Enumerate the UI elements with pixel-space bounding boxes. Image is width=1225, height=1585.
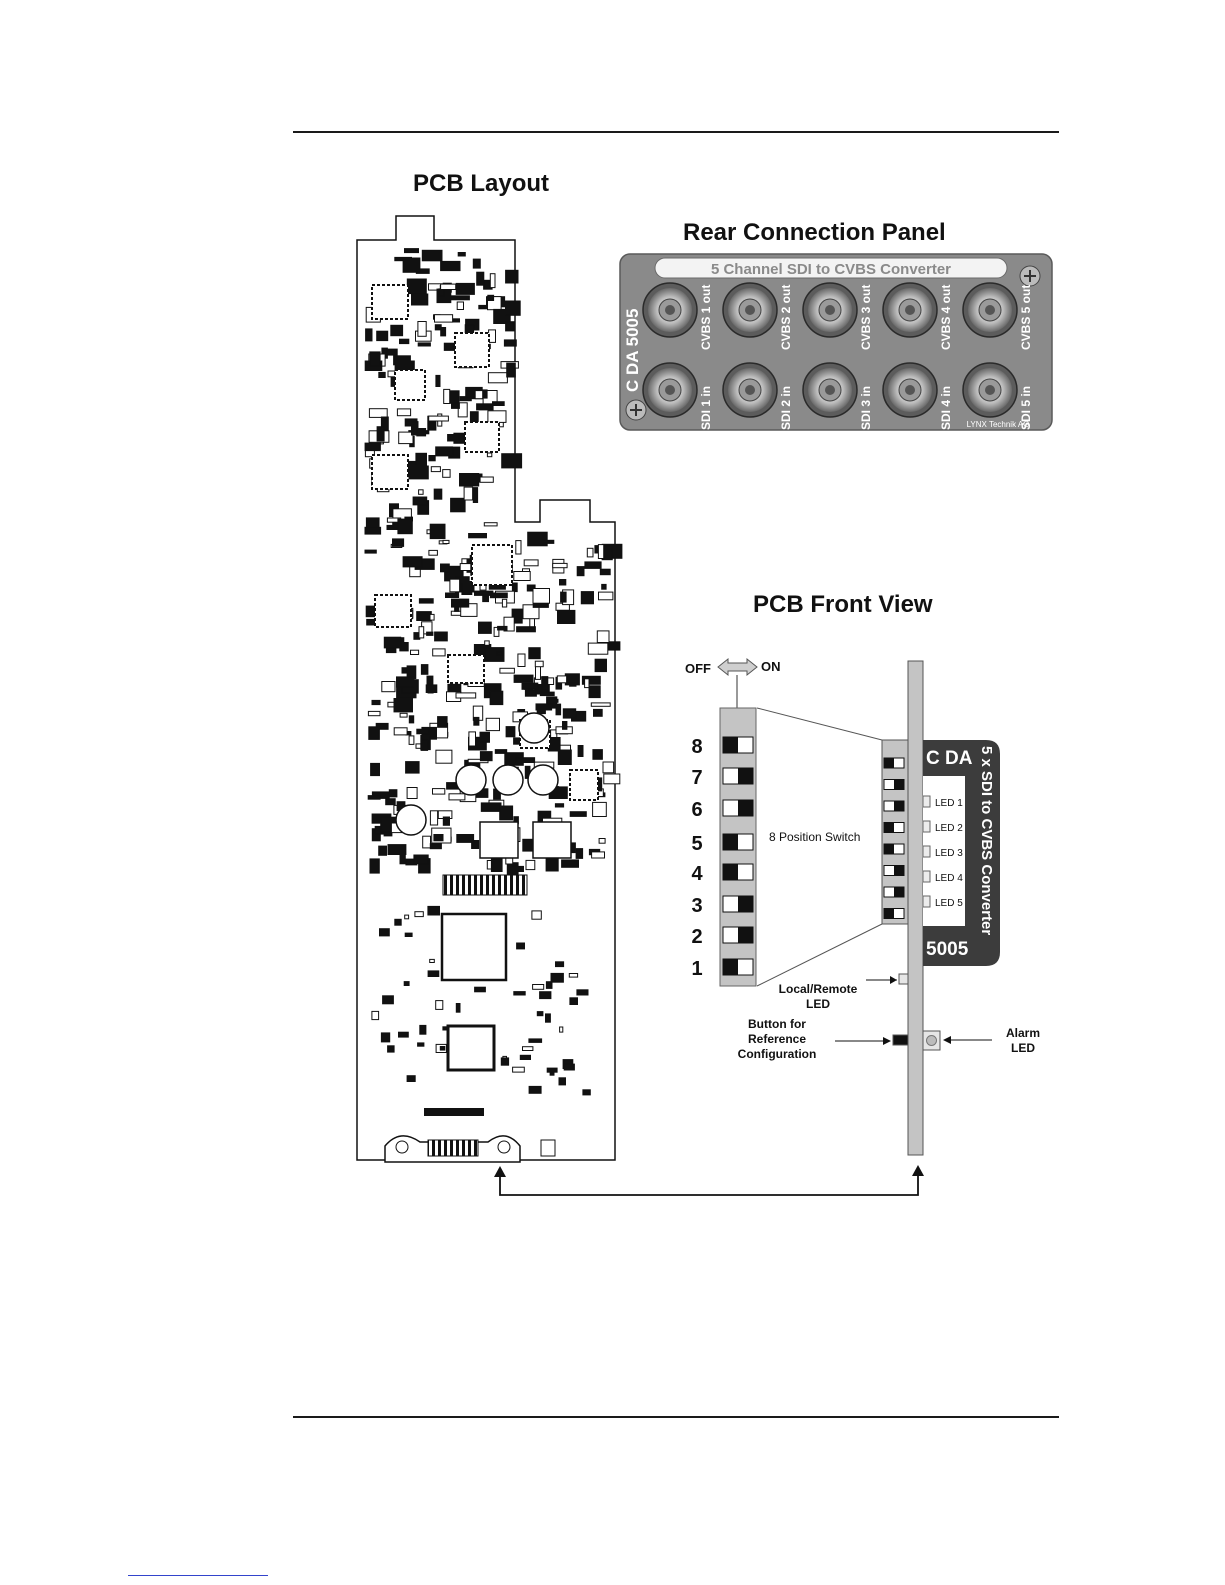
led-list: LED 1 LED 2 LED 3 LED 4 LED 5 <box>922 795 963 909</box>
screw-icon <box>625 399 647 421</box>
switch-position <box>722 863 754 881</box>
switch-number: 7 <box>691 767 702 789</box>
switch-position <box>883 908 905 919</box>
off-label: OFF <box>685 661 711 676</box>
connector-label: CVBS 2 out <box>779 285 793 350</box>
connector-label: CVBS 3 out <box>859 285 873 350</box>
bottom-rule <box>293 1416 1059 1418</box>
switch-position <box>722 926 754 944</box>
switch-position <box>883 865 905 876</box>
led-label: LED 3 <box>935 848 963 859</box>
led-indicator: LED 4 <box>922 870 963 884</box>
sdi-in-connector: SDI 3 in <box>802 362 873 430</box>
local-remote-label: Local/Remote <box>779 982 858 996</box>
switch-position <box>722 833 754 851</box>
dip-switch <box>883 757 905 919</box>
switch-position <box>883 800 905 812</box>
led-indicator: LED 1 <box>922 795 963 809</box>
sdi-in-connector: SDI 2 in <box>722 362 793 430</box>
pcb-components <box>364 248 623 1157</box>
switch-number: 1 <box>691 958 702 980</box>
rear-connection-panel: 5 Channel SDI to CVBS Converter C DA 500… <box>619 253 1053 431</box>
card-model-top: C DA <box>926 748 973 769</box>
connector-label: SDI 2 in <box>779 386 793 430</box>
pcb-layout-title: PCB Layout <box>413 170 550 197</box>
button-label: Button for <box>748 1017 806 1031</box>
cvbs-out-connector: CVBS 2 out <box>722 282 793 350</box>
alarm-label-2: LED <box>1011 1041 1035 1055</box>
connector-label: SDI 5 in <box>1019 386 1033 430</box>
switch-position <box>883 886 905 898</box>
connector-label: SDI 4 in <box>939 386 953 430</box>
panel-banner: 5 Channel SDI to CVBS Converter <box>711 261 951 278</box>
front-view-title: PCB Front View <box>753 591 933 618</box>
sdi-in-connector: SDI 5 in <box>962 362 1033 430</box>
sdi-in-connector: SDI 4 in <box>882 362 953 430</box>
panel-model: C DA 5005 <box>623 309 642 392</box>
led-label: LED 1 <box>935 798 963 809</box>
switch-label: 8 Position Switch <box>769 830 860 844</box>
led-label: LED 4 <box>935 873 963 884</box>
pcb-front-view: OFF ON 8 7 6 5 4 3 2 1 8 Position Switch C DA 5… <box>685 657 1040 1156</box>
switch-numbers: 8 7 6 5 4 3 2 1 <box>691 736 703 980</box>
led-label: LED 2 <box>935 823 963 834</box>
local-remote-label-2: LED <box>806 997 830 1011</box>
dip-switch-enlarged <box>722 736 754 976</box>
connector-label: CVBS 5 out <box>1019 285 1033 350</box>
top-rule <box>293 131 1059 133</box>
pcb-layout <box>356 215 924 1196</box>
alarm-label: Alarm <box>1006 1026 1040 1040</box>
led-indicator: LED 3 <box>922 845 963 859</box>
switch-number: 3 <box>691 895 702 917</box>
switch-position <box>883 779 905 790</box>
footer-link-underline[interactable] <box>128 1575 268 1576</box>
panel-maker: LYNX Technik AG <box>967 420 1030 429</box>
switch-position <box>883 843 905 855</box>
cvbs-out-connector: CVBS 4 out <box>882 282 953 350</box>
cvbs-out-connector: CVBS 3 out <box>802 282 873 350</box>
cvbs-out-connector: CVBS 1 out <box>642 282 713 350</box>
button-label-3: Configuration <box>738 1047 817 1061</box>
led-indicator: LED 5 <box>922 895 963 909</box>
switch-number: 8 <box>691 736 702 758</box>
screw-icon <box>1019 265 1041 287</box>
rear-panel-title: Rear Connection Panel <box>683 219 946 246</box>
switch-position <box>883 822 905 833</box>
led-indicator: LED 2 <box>922 820 963 834</box>
switch-number: 5 <box>691 833 702 855</box>
cvbs-out-connector: CVBS 5 out <box>962 282 1033 350</box>
switch-position <box>883 757 905 769</box>
card-model-bottom: 5005 <box>926 939 969 960</box>
switch-position <box>722 958 754 976</box>
card-description: 5 x SDI to CVBS Converter <box>978 746 995 935</box>
button-label-2: Reference <box>748 1032 806 1046</box>
switch-number: 4 <box>691 863 703 885</box>
connector-label: CVBS 4 out <box>939 285 953 350</box>
switch-position <box>722 895 754 913</box>
led-label: LED 5 <box>935 898 963 909</box>
switch-number: 6 <box>691 799 702 821</box>
switch-position <box>722 799 754 817</box>
connector-label: SDI 3 in <box>859 386 873 430</box>
double-arrow-icon <box>717 657 758 677</box>
switch-number: 2 <box>691 926 702 948</box>
connector-label: SDI 1 in <box>699 386 713 430</box>
sdi-in-connector: SDI 1 in <box>642 362 713 430</box>
connector-label: CVBS 1 out <box>699 285 713 350</box>
switch-position <box>722 767 754 785</box>
edge-connector <box>384 1135 521 1163</box>
on-label: ON <box>761 659 781 674</box>
switch-position <box>722 736 754 754</box>
